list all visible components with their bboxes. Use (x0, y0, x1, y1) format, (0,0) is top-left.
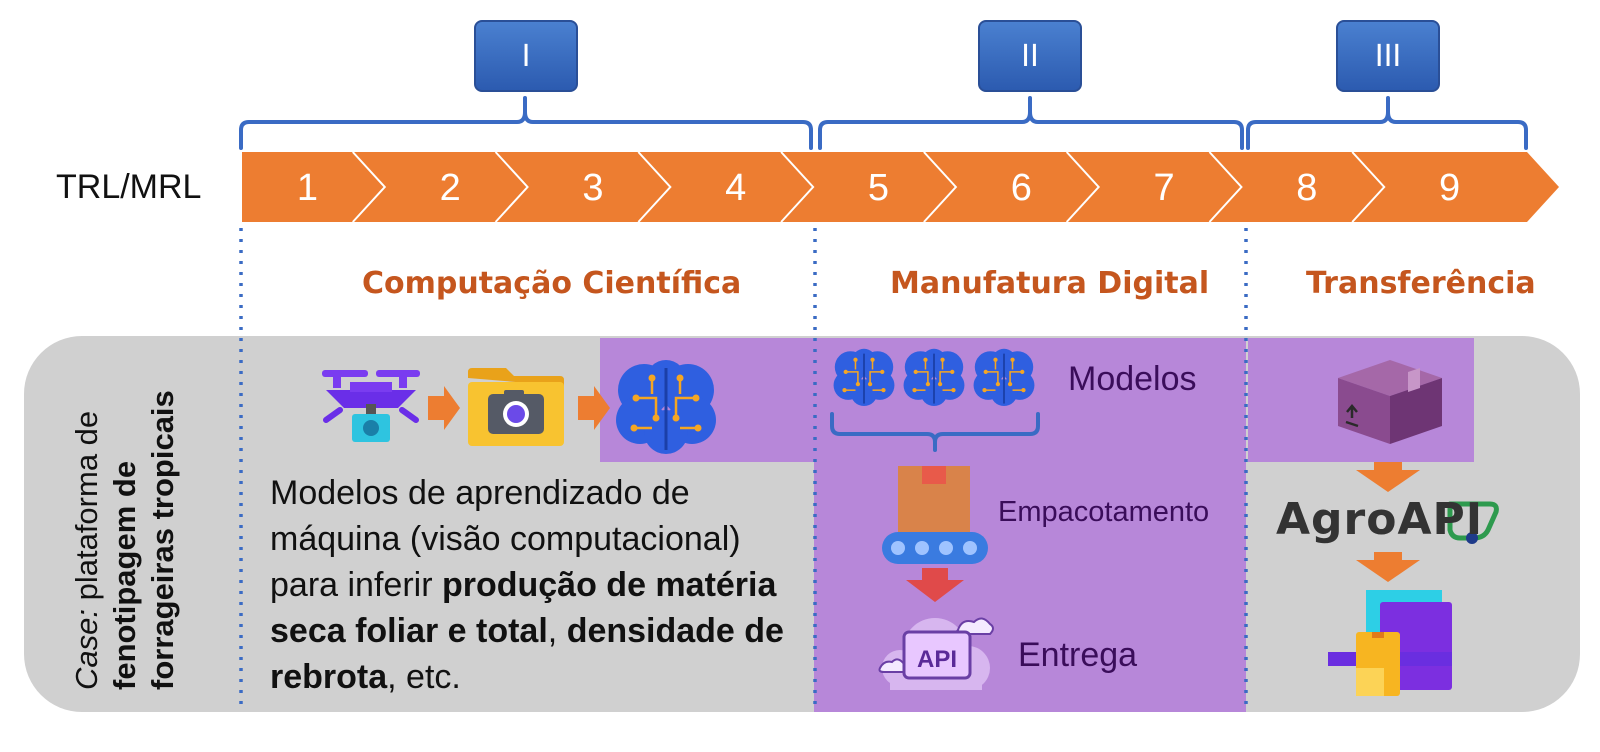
brace-phase-1 (239, 96, 813, 150)
case-line1: plataforma de (69, 410, 104, 610)
trl-level-1: 1 (297, 167, 318, 209)
brain-icon (973, 348, 1035, 406)
package-box-icon (1338, 360, 1442, 444)
trl-chevron-separator (494, 151, 529, 223)
trl-chevron-chain: 1 2 3 4 5 6 7 8 9 (242, 151, 1559, 223)
brain-icon (833, 348, 895, 406)
desc-bold2: densidade de rebrota (270, 612, 784, 696)
brain-icons (616, 348, 1035, 454)
api-cloud-icon (878, 617, 994, 690)
brace-phase-3 (1246, 96, 1528, 150)
desc-part2: , (547, 612, 567, 650)
transfer-arrow-2 (1356, 552, 1420, 582)
trl-level-8: 8 (1296, 167, 1317, 209)
trl-chevron-separator (923, 151, 958, 223)
desc-bold1: produção de matéria seca foliar e total (270, 566, 777, 650)
trl-level-9: 9 (1439, 167, 1460, 209)
case-line2: fenotipagem de (107, 460, 142, 690)
agroapi-logo: AgroAPI (1276, 494, 1484, 545)
phase-title-2: Manufatura Digital (890, 266, 1210, 301)
trl-mrl-label: TRL/MRL (56, 168, 202, 206)
phase-title-3: Transferência (1306, 266, 1536, 301)
case-prefix: Case: (69, 609, 104, 690)
trl-chevron-separator (1351, 151, 1386, 223)
trl-level-4: 4 (725, 167, 746, 209)
trl-chevron-separator (780, 151, 815, 223)
conveyor-packaging-icon (882, 466, 988, 564)
process-arrow-2 (578, 386, 610, 430)
label-modelos: Modelos (1068, 360, 1197, 398)
case-line3: forrageiras tropicais (145, 390, 180, 690)
delivery-arrow (906, 568, 964, 602)
desc-part1: Modelos de aprendizado de máquina (visão… (270, 474, 741, 604)
trl-level-6: 6 (1011, 167, 1032, 209)
api-icon-text: API (917, 646, 957, 673)
phase-box-1: I (474, 20, 578, 92)
phase-braces (239, 96, 1528, 150)
label-empacotamento: Empacotamento (998, 496, 1210, 528)
transfer-arrow-1 (1356, 462, 1420, 492)
trl-arrow-body (242, 152, 1559, 222)
devices-icon (1328, 590, 1452, 696)
brain-icon (616, 360, 716, 454)
agroapi-leaf-icon (1447, 501, 1499, 544)
drone-icon (322, 370, 420, 442)
brain-icon (903, 348, 965, 406)
label-entrega: Entrega (1018, 636, 1138, 674)
trl-chevron-separator (637, 151, 672, 223)
phase-separators (239, 228, 1248, 712)
trl-level-7: 7 (1153, 167, 1174, 209)
trl-chevron-separator (352, 151, 387, 223)
folder-camera-icon (468, 368, 564, 446)
phase-box-3: III (1336, 20, 1440, 92)
brace-phase-2 (818, 96, 1244, 150)
trl-chevron-separator (1065, 151, 1101, 223)
trl-level-2: 2 (440, 167, 461, 209)
desc-part3: , etc. (387, 658, 461, 696)
models-description: Modelos de aprendizado de máquina (visão… (270, 470, 810, 700)
purple-region-manufacturing (814, 338, 1246, 712)
case-label: Case: plataforma de fenotipagem de forra… (68, 330, 182, 690)
phase-title-1: Computação Científica (362, 266, 742, 301)
trl-level-3: 3 (582, 167, 603, 209)
trl-level-5: 5 (868, 167, 889, 209)
trl-chevron-separator (1208, 151, 1243, 223)
process-arrow-1 (428, 386, 460, 430)
models-brace (830, 412, 1040, 452)
phase-box-2: II (978, 20, 1082, 92)
